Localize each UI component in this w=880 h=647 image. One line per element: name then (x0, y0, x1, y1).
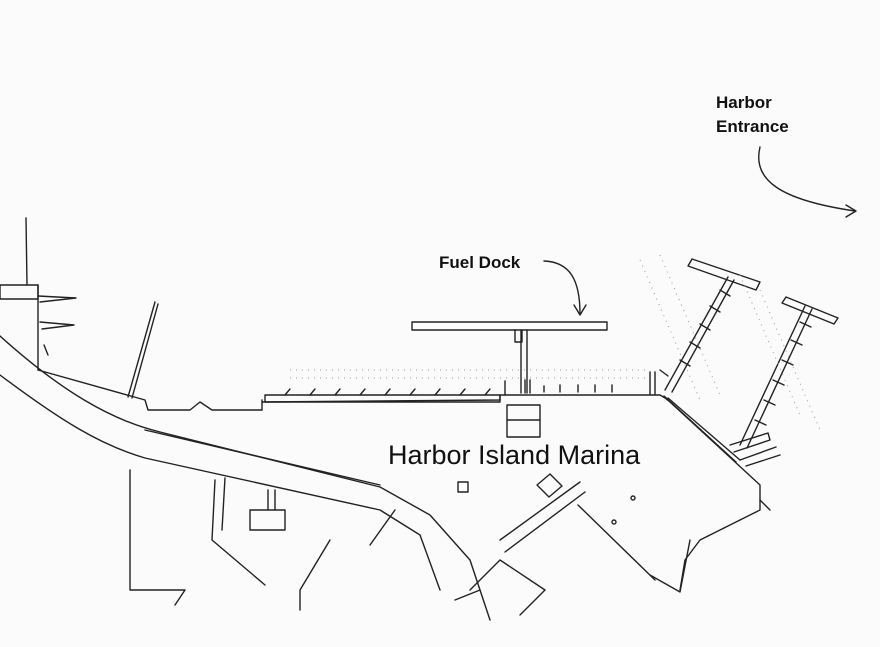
inland-roads (129, 469, 771, 616)
left-pier (0, 217, 159, 399)
finger-dock-1 (659, 258, 761, 393)
harbor-entrance-label: Harbor Entrance (716, 91, 789, 139)
shoreline (37, 369, 761, 591)
fuel-dock-arrow (543, 260, 587, 316)
map-title: Harbor Island Marina (388, 440, 641, 470)
main-dock (264, 371, 656, 403)
faint-slip-marks (290, 254, 821, 431)
harbor-entrance-arrow (758, 146, 857, 218)
fuel-dock-pier (411, 321, 608, 394)
main-road (0, 335, 491, 621)
harbor-entrance-line2: Entrance (716, 117, 789, 136)
fuel-dock-label: Fuel Dock (439, 253, 521, 272)
buildings (249, 404, 636, 531)
harbor-entrance-line1: Harbor (716, 93, 772, 112)
finger-dock-2 (729, 296, 839, 467)
